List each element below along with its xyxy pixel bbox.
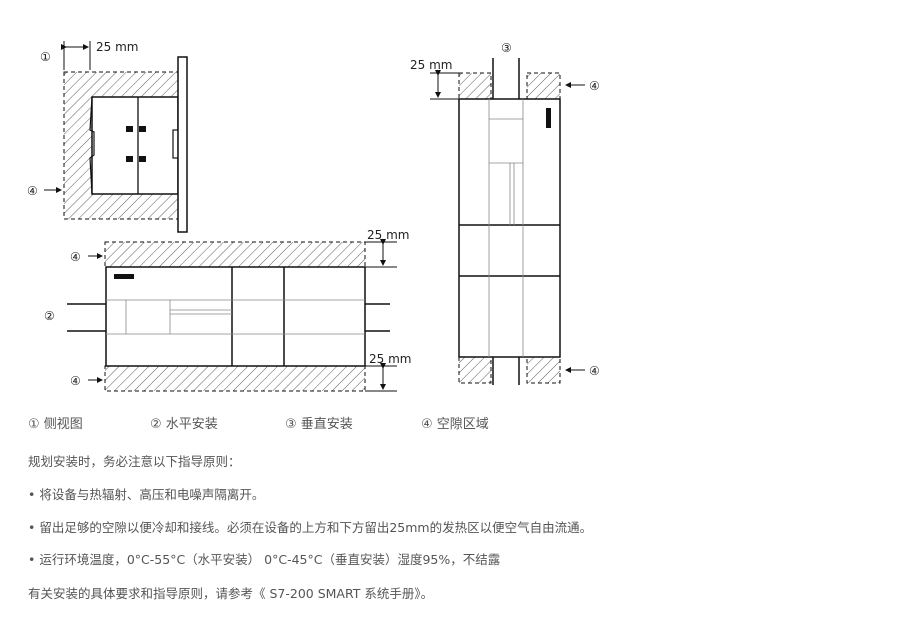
legend-num: ① bbox=[28, 417, 40, 432]
din-rail-plate bbox=[177, 56, 188, 233]
vertical-view bbox=[430, 58, 585, 385]
legend-num: ② bbox=[150, 417, 162, 432]
marker-side: ① bbox=[40, 50, 51, 64]
legend-label: 侧视图 bbox=[43, 417, 83, 432]
device-horizontal bbox=[105, 266, 366, 367]
legend-item-vertical: ③ 垂直安装 bbox=[285, 413, 353, 432]
dim-label: 25 mm bbox=[96, 40, 138, 54]
side-view bbox=[44, 41, 188, 233]
legend-item-side-view: ① 侧视图 bbox=[28, 413, 83, 432]
marker-horizontal: ② bbox=[44, 309, 55, 323]
legend-label: 空隙区域 bbox=[436, 417, 489, 432]
dim-label: 25 mm bbox=[410, 58, 452, 72]
device-side bbox=[91, 96, 179, 195]
marker-clearance: ④ bbox=[70, 374, 81, 388]
horizontal-view bbox=[67, 239, 397, 392]
legend-num: ③ bbox=[285, 417, 297, 432]
dim-label: 25 mm bbox=[367, 228, 409, 242]
legend-item-horizontal: ② 水平安装 bbox=[150, 413, 218, 432]
legend-num: ④ bbox=[421, 417, 433, 432]
legend-item-clearance: ④ 空隙区域 bbox=[421, 413, 489, 432]
device-vertical bbox=[458, 98, 561, 358]
marker-clearance: ④ bbox=[70, 250, 81, 264]
marker-clearance: ④ bbox=[589, 364, 600, 378]
intro-text: 规划安装时，务必注意以下指导原则： bbox=[28, 454, 241, 469]
marker-clearance: ④ bbox=[27, 184, 38, 198]
installation-clearance-diagram: ① 25 mm ④ ② ④ ④ 25 mm 25 mm ③ 25 mm ④ ④ bbox=[27, 40, 600, 392]
bullet-item: • 留出足够的空隙以便冷却和接线。必须在设备的上方和下方留出25mm的发热区以便… bbox=[28, 520, 593, 535]
legend-label: 垂直安装 bbox=[300, 417, 353, 432]
marker-vertical: ③ bbox=[501, 41, 512, 55]
legend-label: 水平安装 bbox=[165, 417, 218, 432]
reference-text: 有关安装的具体要求和指导原则，请参考《 S7-200 SMART 系统手册》。 bbox=[28, 586, 434, 601]
marker-clearance: ④ bbox=[589, 79, 600, 93]
bullet-item: • 将设备与热辐射、高压和电噪声隔离开。 bbox=[28, 487, 265, 502]
bullet-item: • 运行环境温度，0°C-55°C（水平安装） 0°C-45°C（垂直安装）湿度… bbox=[28, 552, 501, 567]
dim-label: 25 mm bbox=[369, 352, 411, 366]
